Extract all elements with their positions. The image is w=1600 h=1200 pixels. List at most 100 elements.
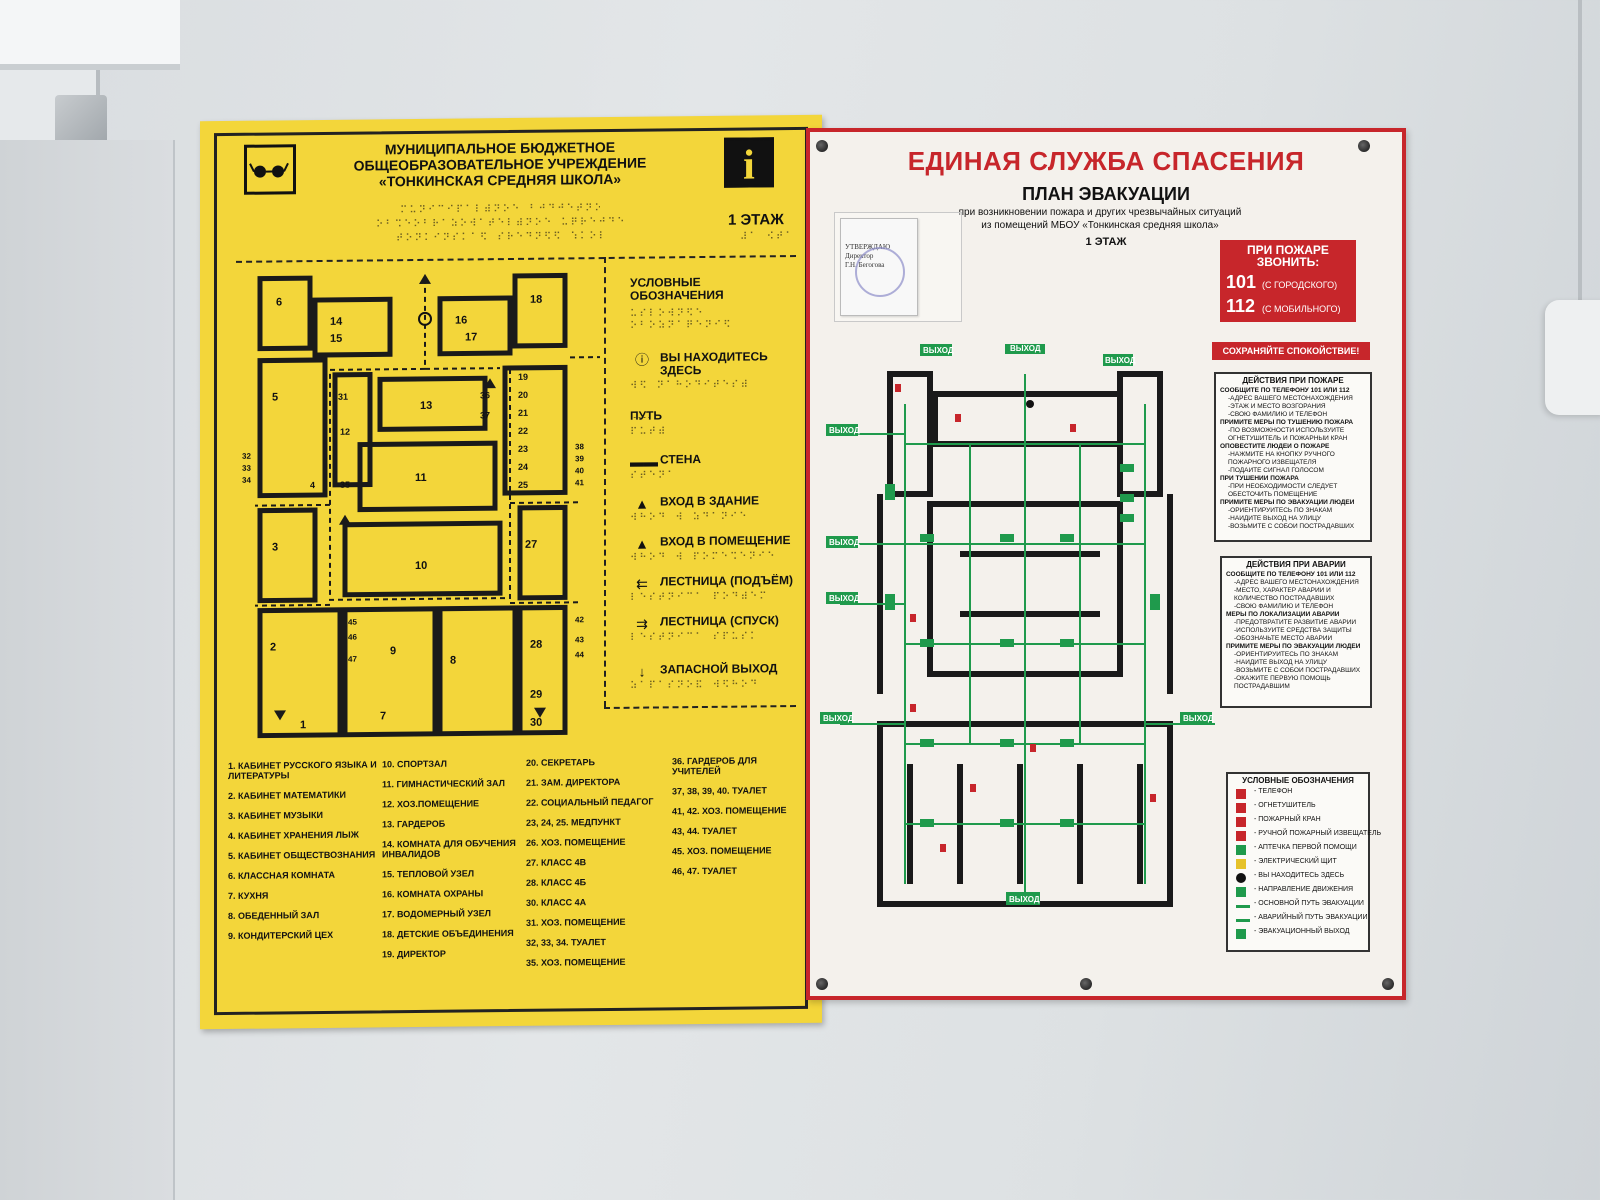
room-number: 31: [338, 392, 348, 402]
glasses-icon: [244, 144, 296, 195]
room-number: 36: [480, 390, 490, 400]
legend-label: ПУТЬ: [630, 408, 663, 423]
legend-item: - НАПРАВЛЕНИЕ ДВИЖЕНИЯ: [1228, 885, 1368, 899]
room-number: 33: [242, 464, 251, 473]
panel-line: ПРИ ТУШЕНИИ ПОЖАРА: [1220, 475, 1299, 482]
legend-label: - ТЕЛЕФОН: [1254, 788, 1293, 795]
room-entry: 1. КАБИНЕТ РУССКОГО ЯЗЫКА И ЛИТЕРАТУРЫ: [228, 759, 377, 781]
room-number: 8: [450, 655, 456, 667]
room-number: 27: [525, 539, 537, 551]
panel-line: ОГНЕТУШИТЕЛЬ И ПОЖАРНЫЙ КРАН: [1228, 435, 1348, 442]
panel-line: -ИСПОЛЬЗУЙТЕ СРЕДСТВА ЗАЩИТЫ: [1234, 627, 1352, 634]
legend-label: - ЭЛЕКТРИЧЕСКИЙ ЩИТ: [1254, 858, 1337, 865]
room-number: 16: [455, 314, 467, 326]
panel-line: -ОРИЕНТИРУЙТЕСЬ ПО ЗНАКАМ: [1234, 651, 1338, 658]
room-entry: 15. ТЕПЛОВОЙ УЗЕЛ: [382, 868, 475, 880]
room-number: 28: [530, 639, 542, 651]
panel-line: -МЕСТО, ХАРАКТЕР АВАРИИ И: [1234, 587, 1331, 594]
phone-number-label: (С ГОРОДСКОГО): [1262, 280, 1338, 290]
legend-label: СТЕНА: [660, 452, 702, 467]
emergency-route-icon: [1236, 919, 1250, 922]
room-entry: 32, 33, 34. ТУАЛЕТ: [526, 937, 606, 948]
room-entry: 22. СОЦИАЛЬНЫЙ ПЕДАГОГ: [526, 796, 654, 808]
stairs-up-icon: ⇇: [636, 575, 648, 592]
room-number: 32: [242, 452, 251, 461]
evacuation-legend: УСЛОВНЫЕ ОБОЗНАЧЕНИЯ - ТЕЛЕФОН- ОГНЕТУШИ…: [1226, 772, 1381, 952]
room-entry: 10. СПОРТЗАЛ: [382, 758, 447, 770]
room-number: 40: [575, 466, 584, 475]
exit-label: ВЫХОД: [1010, 344, 1041, 353]
legend-label: - ЭВАКУАЦИОННЫЙ ВЫХОД: [1254, 928, 1350, 935]
room-number: 12: [340, 427, 350, 437]
room-entry: 27. КЛАСС 4В: [526, 857, 587, 868]
room-entry: 20. СЕКРЕТАРЬ: [526, 757, 595, 768]
wall-panel: [0, 140, 175, 1200]
room-number: 45: [348, 618, 357, 627]
you-are-here-icon: ⓘ: [635, 351, 649, 368]
room-number: 43: [575, 635, 584, 644]
room-number: 5: [272, 391, 278, 403]
approval-sheet: УТВЕРЖДАЮ Директор Г.Н. Бегогова: [840, 218, 918, 316]
room-entry: 18. ДЕТСКИЕ ОБЪЕДИНЕНИЯ: [382, 927, 514, 940]
room-number: 15: [330, 333, 342, 345]
room-entry: 11. ГИМНАСТИЧЕСКИЙ ЗАЛ: [382, 778, 505, 790]
you-are-here-icon: [1236, 873, 1246, 883]
phone-number: 112: [1226, 296, 1256, 316]
legend-title: ОБОЗНАЧЕНИЯ: [630, 287, 724, 303]
you-are-here-icon: [418, 311, 432, 326]
room-number: 29: [530, 689, 542, 701]
room-number: 19: [518, 372, 528, 382]
braille-text: ⠇⠑⠎⠞⠝⠊⠉⠁ ⠏⠕⠙⠾⠑⠍: [630, 591, 769, 604]
panel-line: -НАЙДИТЕ ВЫХОД НА УЛИЦУ: [1234, 659, 1328, 666]
panel-line: -ОРИЕНТИРУЙТЕСЬ ПО ЗНАКАМ: [1228, 507, 1332, 514]
panel-line: МЕРЫ ПО ЛОКАЛИЗАЦИИ АВАРИИ: [1226, 611, 1340, 618]
fire-hose-icon: [1236, 817, 1246, 827]
braille-text: ⠞⠕⠝⠅⠊⠝⠎⠅⠁⠫ ⠎⠗⠑⠙⠝⠫⠫ ⠱⠅⠕⠇⠁: [396, 231, 606, 245]
stairs-down-icon: ⇉: [636, 615, 648, 632]
room-entry: 31. ХОЗ. ПОМЕЩЕНИЕ: [526, 916, 626, 928]
fire-call-heading: ПРИ ПОЖАРЕ ЗВОНИТЬ:: [1220, 244, 1356, 268]
room-entry: 16. КОМНАТА ОХРАНЫ: [382, 888, 484, 900]
braille-text: ⠕⠃⠕⠵⠝⠁⠟⠑⠝⠊⠫: [630, 319, 733, 332]
room-entry: 35. ХОЗ. ПОМЕЩЕНИЕ: [526, 956, 626, 968]
alarm-button-icon: [1236, 831, 1246, 841]
wall-icon: ▬▬: [630, 453, 658, 470]
panel-line: -ВОЗЬМИТЕ С СОБОЙ ПОСТРАДАВШИХ: [1234, 667, 1361, 674]
room-number: 10: [415, 560, 427, 572]
building-entrance-icon: ▲: [635, 495, 649, 512]
panel-line: -ОКАЖИТЕ ПЕРВУЮ ПОМОЩЬ: [1234, 675, 1331, 682]
evacuation-exit-icon: [1236, 929, 1246, 939]
room-number: 25: [518, 480, 528, 490]
room-list: 36. ГАРДЕРОБ ДЛЯ УЧИТЕЛЕЙ 37, 38, 39, 40…: [672, 755, 792, 886]
panel-line: ПРИМИТЕ МЕРЫ ПО ЭВАКУАЦИИ ЛЮДЕЙ: [1220, 499, 1355, 506]
legend-label: ЛЕСТНИЦА (СПУСК): [660, 613, 779, 629]
exit-label: ВЫХОД: [829, 538, 860, 547]
exit-label: ВЫХОД: [923, 346, 954, 355]
tactile-floor-plan: 6 18 14 15 16 17 5 13 11 10 3 27 2 9 8 2…: [242, 272, 600, 739]
panel-line: -ОБОЗНАЧЬТЕ МЕСТО АВАРИИ: [1234, 635, 1333, 642]
braille-text: ⠇⠑⠎⠞⠝⠊⠉⠁ ⠎⠏⠥⠎⠅: [630, 631, 760, 644]
you-are-here-icon: [1026, 400, 1034, 408]
panel-line: ОПОВЕСТИТЕ ЛЮДЕЙ О ПОЖАРЕ: [1220, 443, 1330, 450]
panel-line: ПОСТРАДАВШИМ: [1234, 683, 1290, 690]
legend-label: - РУЧНОЙ ПОЖАРНЫЙ ИЗВЕЩАТЕЛЬ: [1254, 830, 1382, 837]
panel-lines: СООБЩИТЕ ПО ТЕЛЕФОНУ 101 ИЛИ 112-АДРЕС В…: [1222, 571, 1370, 691]
exit-label: ВЫХОД: [1105, 356, 1136, 365]
plan-title: ПЛАН ЭВАКУАЦИИ: [1022, 184, 1190, 204]
legend-label: ВХОД В ЗДАНИЕ: [660, 493, 759, 509]
panel-lines: СООБЩИТЕ ПО ТЕЛЕФОНУ 101 ИЛИ 112-АДРЕС В…: [1216, 387, 1370, 531]
room-entry: 6. КЛАССНАЯ КОМНАТА: [228, 869, 336, 881]
room-entry: 9. КОНДИТЕРСКИЙ ЦЕХ: [228, 929, 334, 941]
floor-label: 1 ЭТАЖ: [728, 211, 784, 229]
room-number: 38: [575, 442, 584, 451]
panel-line: ПОЖАРНОГО ИЗВЕЩАТЕЛЯ: [1228, 459, 1317, 466]
panel-line: ПРИМИТЕ МЕРЫ ПО ТУШЕНИЮ ПОЖАРА: [1220, 419, 1354, 426]
screw: [1080, 978, 1092, 990]
room-number: 13: [420, 400, 432, 412]
room-number: 4: [310, 480, 315, 490]
panel-line: -ЭТАЖ И МЕСТО ВОЗГОРАНИЯ: [1228, 403, 1326, 410]
calm-banner: СОХРАНЯЙТЕ СПОКОЙСТВИЕ!: [1212, 342, 1370, 360]
room-entry: 21. ЗАМ. ДИРЕКТОРА: [526, 776, 621, 788]
screw: [816, 140, 828, 152]
legend-label: ВЫ НАХОДИТЕСЬ: [660, 349, 768, 365]
